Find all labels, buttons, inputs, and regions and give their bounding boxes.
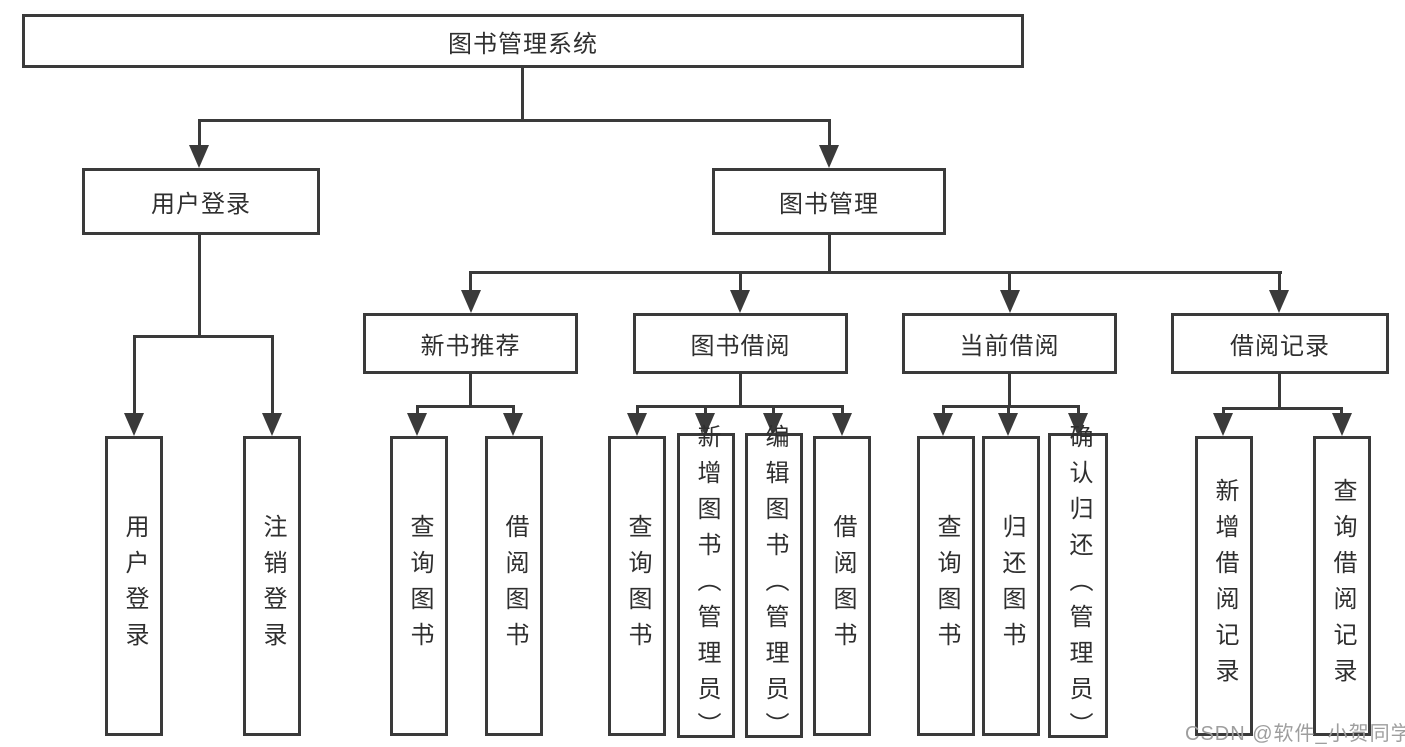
connector-line [942, 405, 1079, 408]
connector-line [198, 119, 831, 122]
arrowhead-down-icon [503, 413, 523, 436]
arrowhead-down-icon [407, 413, 427, 436]
connector-line [1278, 271, 1281, 292]
connector-line [133, 335, 274, 338]
connector-line [636, 405, 639, 416]
connector-line [841, 405, 844, 416]
arrowhead-down-icon [695, 413, 715, 436]
node-label: 用户登录 [151, 191, 251, 218]
leaf-label: 编辑图书（管理员） [761, 423, 788, 747]
connector-line [416, 405, 515, 408]
leaf-label: 新增图书（管理员） [693, 423, 720, 747]
node-label: 图书管理系统 [448, 30, 598, 58]
arrowhead-down-icon [189, 145, 209, 168]
arrowhead-down-icon [1269, 290, 1289, 313]
connector-line [469, 374, 472, 407]
leaf-add-books-admin: 新增图书（管理员） [677, 424, 735, 747]
leaf-user-login: 用户登录 [105, 436, 163, 736]
leaf-confirm-return-admin: 确认归还（管理员） [1048, 424, 1108, 747]
arrowhead-down-icon [1000, 290, 1020, 313]
leaf-borrow-books-recommend: 借阅图书 [485, 436, 543, 736]
leaf-label: 用户登录 [121, 514, 148, 658]
arrowhead-down-icon [627, 413, 647, 436]
node-library-management-system: 图书管理系统 [22, 14, 1024, 68]
arrowhead-down-icon [933, 413, 953, 436]
connector-line [133, 335, 136, 415]
arrowhead-down-icon [262, 413, 282, 436]
arrowhead-down-icon [1213, 413, 1233, 436]
connector-line [271, 335, 274, 415]
node-current-borrowing: 当前借阅 [902, 313, 1117, 374]
connector-line [942, 405, 945, 416]
node-label: 新书推荐 [420, 333, 521, 360]
connector-line [521, 67, 524, 120]
connector-line [636, 405, 844, 408]
node-user-login: 用户登录 [82, 168, 320, 235]
connector-line [469, 271, 472, 292]
connector-line [739, 271, 742, 292]
leaf-label: 确认归还（管理员） [1065, 423, 1092, 747]
connector-line [512, 405, 515, 416]
connector-line [1222, 407, 1225, 416]
connector-line [198, 235, 201, 337]
leaf-label: 查询图书 [406, 514, 433, 658]
leaf-label: 注销登录 [259, 514, 286, 658]
connector-line [1077, 405, 1080, 416]
leaf-borrow-books: 借阅图书 [813, 436, 871, 736]
connector-line [704, 405, 707, 416]
leaf-query-books-current: 查询图书 [917, 436, 975, 736]
arrowhead-down-icon [730, 290, 750, 313]
arrowhead-down-icon [763, 413, 783, 436]
connector-line [1278, 374, 1281, 409]
node-label: 图书管理 [779, 191, 879, 218]
connector-line [469, 271, 1282, 274]
connector-line [739, 374, 742, 407]
connector-line [828, 235, 831, 274]
leaf-edit-books-admin: 编辑图书（管理员） [745, 424, 803, 747]
connector-line [1340, 407, 1343, 416]
leaf-add-borrow-record: 新增借阅记录 [1195, 436, 1253, 736]
arrowhead-down-icon [832, 413, 852, 436]
arrowhead-down-icon [124, 413, 144, 436]
connector-line [772, 405, 775, 416]
connector-line [1007, 405, 1010, 416]
node-book-management: 图书管理 [712, 168, 946, 235]
csdn-watermark: CSDN @软件_小贺同学 [1185, 723, 1405, 745]
node-new-book-recommend: 新书推荐 [363, 313, 578, 374]
leaf-query-borrow-record: 查询借阅记录 [1313, 436, 1371, 736]
leaf-logout: 注销登录 [243, 436, 301, 736]
arrowhead-down-icon [819, 145, 839, 168]
node-label: 当前借阅 [959, 333, 1060, 360]
connector-line [1008, 271, 1011, 292]
arrowhead-down-icon [1332, 413, 1352, 436]
leaf-label: 查询借阅记录 [1329, 478, 1356, 694]
connector-line [828, 119, 831, 147]
connector-line [416, 405, 419, 416]
leaf-label: 归还图书 [998, 514, 1025, 658]
node-book-borrowing: 图书借阅 [633, 313, 848, 374]
leaf-label: 查询图书 [933, 514, 960, 658]
leaf-query-books-recommend: 查询图书 [390, 436, 448, 736]
leaf-query-books-borrowing: 查询图书 [608, 436, 666, 736]
node-borrowing-records: 借阅记录 [1171, 313, 1389, 374]
leaf-label: 查询图书 [624, 514, 651, 658]
node-label: 借阅记录 [1230, 333, 1330, 360]
arrowhead-down-icon [998, 413, 1018, 436]
leaf-label: 借阅图书 [829, 514, 856, 658]
leaf-return-books: 归还图书 [982, 436, 1040, 736]
connector-line [1222, 407, 1343, 410]
node-label: 图书借阅 [690, 333, 791, 360]
leaf-label: 新增借阅记录 [1211, 478, 1238, 694]
arrowhead-down-icon [1068, 413, 1088, 436]
connector-line [198, 119, 201, 147]
arrowhead-down-icon [461, 290, 481, 313]
connector-line [1008, 374, 1011, 407]
leaf-label: 借阅图书 [501, 514, 528, 658]
